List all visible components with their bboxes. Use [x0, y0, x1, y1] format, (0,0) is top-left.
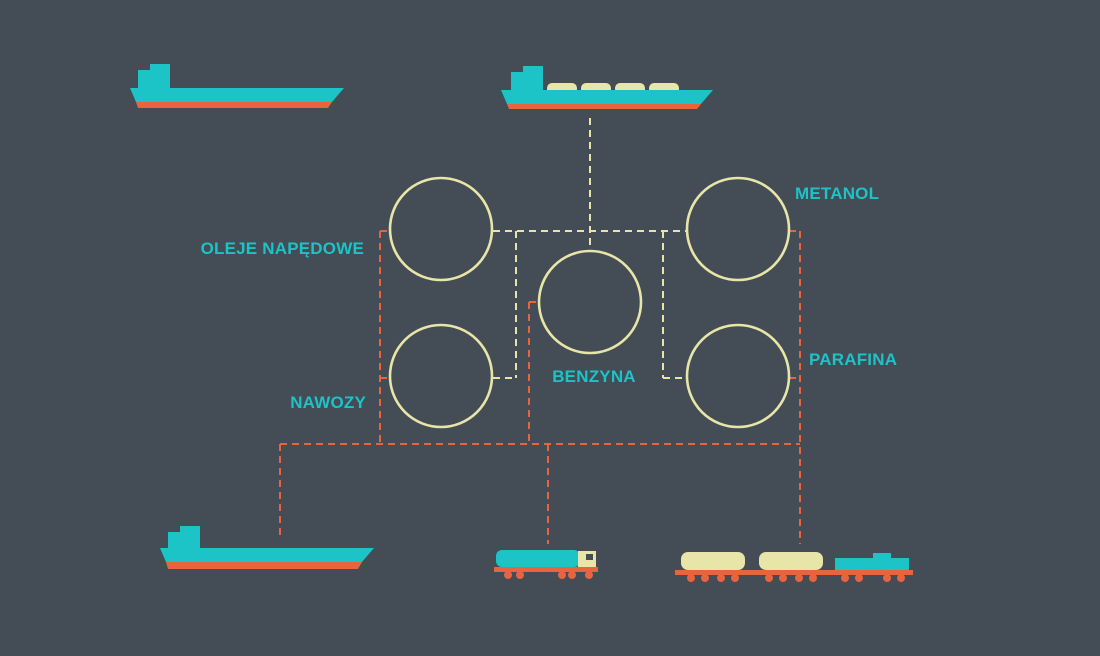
tank-metanol — [685, 176, 791, 282]
label-nawozy: NAWOZY — [290, 393, 366, 412]
tank-oleje-napedowe — [388, 176, 494, 282]
cargo-ship-icon — [130, 64, 344, 108]
tank-train-icon — [675, 552, 913, 582]
tanker-ship-icon — [501, 66, 713, 109]
supply-pipeline — [493, 118, 687, 379]
cargo-ship-icon — [160, 526, 374, 569]
tank-parafina — [685, 323, 791, 429]
tanker-truck-icon — [494, 550, 598, 579]
label-benzyna: BENZYNA — [552, 367, 636, 386]
label-parafina: PARAFINA — [809, 350, 897, 369]
distribution-pipeline — [279, 230, 801, 544]
label-metanol: METANOL — [795, 184, 879, 203]
tank-benzyna — [537, 249, 643, 355]
storage-tanks — [388, 176, 791, 429]
tank-nawozy — [388, 323, 494, 429]
label-oleje-napedowe: OLEJE NAPĘDOWE — [201, 239, 364, 258]
